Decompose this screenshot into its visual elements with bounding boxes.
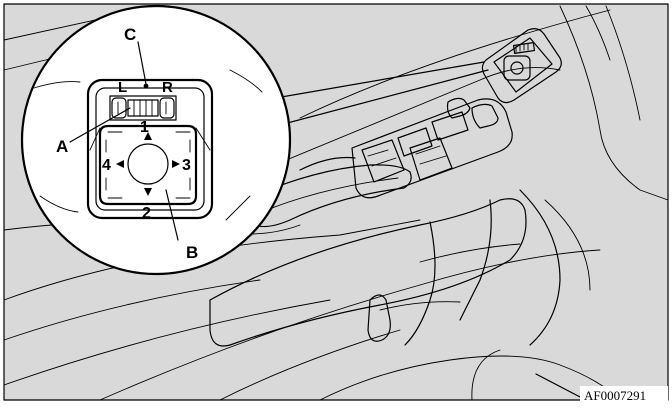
selector-right-label: R [162, 79, 173, 96]
figure-id: AF0007291 [584, 388, 646, 403]
direction-left-label: 4 [102, 157, 111, 174]
callout-c: C [124, 25, 136, 44]
direction-down-label: 2 [142, 205, 151, 222]
direction-up-label: 1 [140, 119, 149, 136]
selector-left-label: L [118, 79, 127, 96]
callout-a: A [56, 137, 68, 156]
direction-right-label: 3 [182, 157, 191, 174]
callout-b: B [186, 243, 198, 262]
